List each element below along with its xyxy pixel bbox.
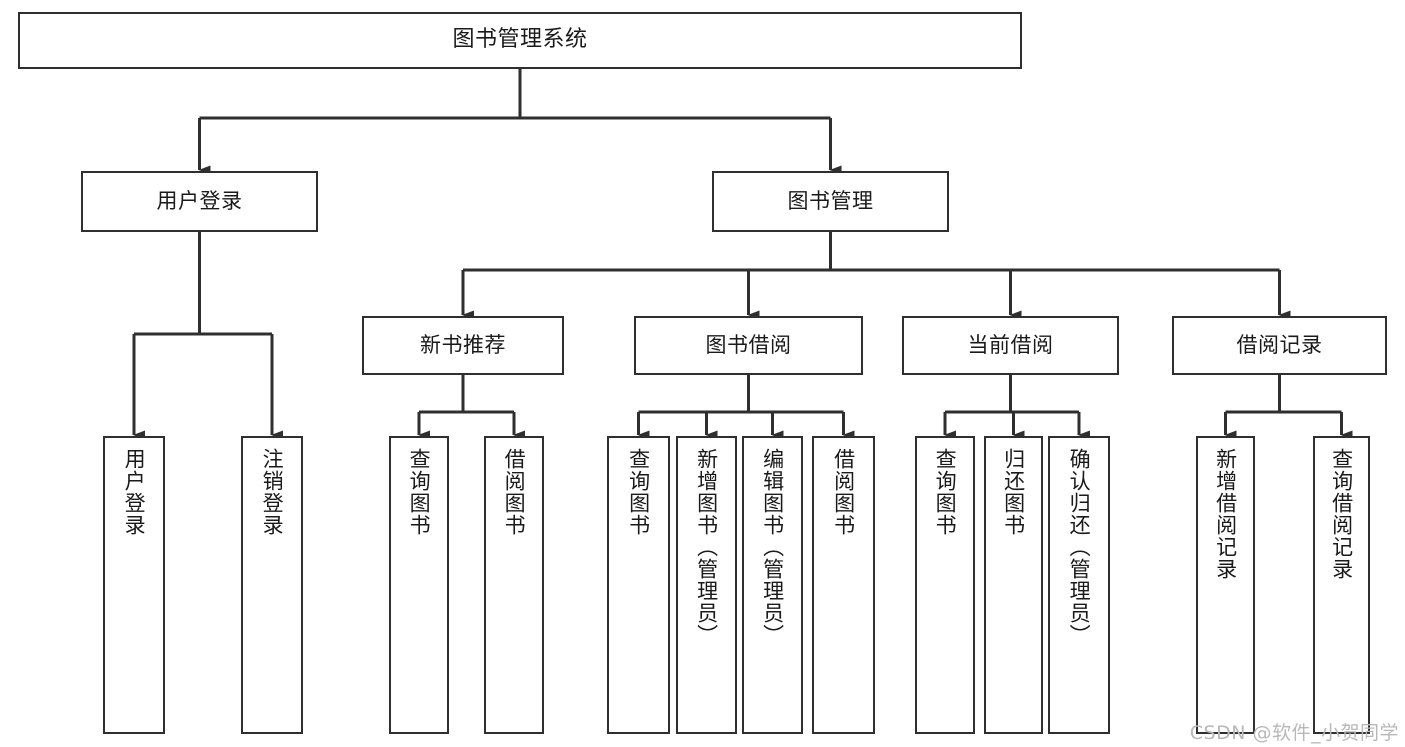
- leaf-query-borrow-record-label: 查询借阅记录: [1329, 448, 1354, 580]
- leaf-confirm-return[interactable]: 确认归还（管理员）: [1048, 436, 1110, 734]
- leaf-return-book[interactable]: 归还图书: [984, 436, 1043, 734]
- leaf-borrow-book-1[interactable]: 借阅图书: [484, 436, 544, 734]
- leaf-user-login-label: 用户登录: [122, 448, 147, 536]
- leaf-add-book-label: 新增图书（管理员）: [694, 448, 719, 646]
- leaf-query-book-2-label: 查询图书: [626, 448, 651, 536]
- node-book-management-label: 图书管理: [787, 188, 874, 213]
- node-user-login-label: 用户登录: [156, 188, 243, 213]
- leaf-add-borrow-record[interactable]: 新增借阅记录: [1196, 436, 1255, 734]
- leaf-logout[interactable]: 注销登录: [241, 436, 303, 734]
- leaf-borrow-book-1-label: 借阅图书: [502, 448, 527, 536]
- node-root[interactable]: 图书管理系统: [18, 12, 1022, 69]
- node-borrow-record[interactable]: 借阅记录: [1172, 316, 1387, 375]
- leaf-query-book-1[interactable]: 查询图书: [389, 436, 449, 734]
- leaf-borrow-book-2[interactable]: 借阅图书: [812, 436, 875, 734]
- node-new-book-recommend[interactable]: 新书推荐: [362, 316, 564, 375]
- leaf-return-book-label: 归还图书: [1001, 448, 1026, 536]
- node-book-borrow-label: 图书借阅: [705, 332, 792, 357]
- leaf-confirm-return-label: 确认归还（管理员）: [1067, 448, 1092, 646]
- leaf-add-book[interactable]: 新增图书（管理员）: [676, 436, 737, 734]
- node-root-label: 图书管理系统: [452, 27, 588, 53]
- leaf-edit-book[interactable]: 编辑图书（管理员）: [742, 436, 803, 734]
- node-new-book-recommend-label: 新书推荐: [420, 332, 506, 357]
- node-book-management[interactable]: 图书管理: [712, 171, 949, 232]
- node-book-borrow[interactable]: 图书借阅: [634, 316, 863, 375]
- watermark: CSDN @软件_小贺同学: [1189, 722, 1399, 744]
- leaf-query-book-1-label: 查询图书: [407, 448, 432, 536]
- leaf-user-login[interactable]: 用户登录: [103, 436, 165, 734]
- node-current-borrow[interactable]: 当前借阅: [902, 316, 1119, 375]
- leaf-query-borrow-record[interactable]: 查询借阅记录: [1313, 436, 1370, 734]
- node-borrow-record-label: 借阅记录: [1236, 332, 1323, 357]
- leaf-edit-book-label: 编辑图书（管理员）: [760, 448, 785, 646]
- leaf-add-borrow-record-label: 新增借阅记录: [1213, 448, 1238, 580]
- node-current-borrow-label: 当前借阅: [967, 332, 1054, 357]
- leaf-query-book-2[interactable]: 查询图书: [607, 436, 670, 734]
- leaf-borrow-book-2-label: 借阅图书: [831, 448, 856, 536]
- leaf-query-book-3[interactable]: 查询图书: [915, 436, 975, 734]
- leaf-query-book-3-label: 查询图书: [933, 448, 958, 536]
- leaf-logout-label: 注销登录: [260, 448, 285, 536]
- node-user-login[interactable]: 用户登录: [81, 171, 318, 232]
